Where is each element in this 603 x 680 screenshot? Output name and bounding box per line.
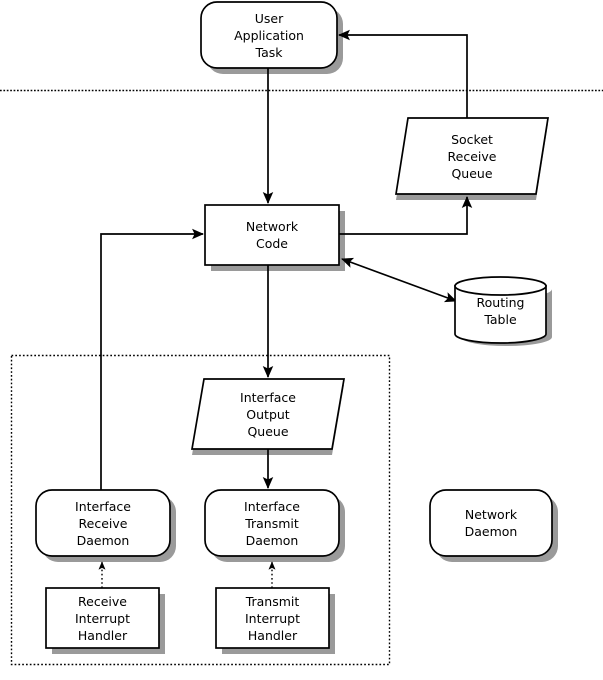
node-shape-network-code[interactable] xyxy=(204,204,340,266)
network-interface-layer-group-box xyxy=(10,354,391,666)
node-shape-transmit-interrupt-handler[interactable] xyxy=(215,587,330,649)
node-shape-socket-receive-queue[interactable] xyxy=(395,117,549,195)
node-shape-receive-interrupt-handler[interactable] xyxy=(45,587,160,649)
node-shape-interface-transmit-daemon[interactable] xyxy=(204,489,340,557)
edge-receive-daemon-to-network-code xyxy=(100,228,204,490)
node-shape-interface-output-queue[interactable] xyxy=(190,378,346,450)
edge-network-code-to-socket-queue xyxy=(339,196,473,235)
node-shape-network-daemon[interactable] xyxy=(429,489,553,557)
node-shape-user-application-task[interactable] xyxy=(200,1,338,69)
node-shape-routing-table[interactable] xyxy=(454,276,547,344)
edge-network-code-routing-table xyxy=(341,257,457,303)
node-shape-interface-receive-daemon[interactable] xyxy=(35,489,171,557)
edge-socket-queue-to-user-app xyxy=(338,29,468,122)
